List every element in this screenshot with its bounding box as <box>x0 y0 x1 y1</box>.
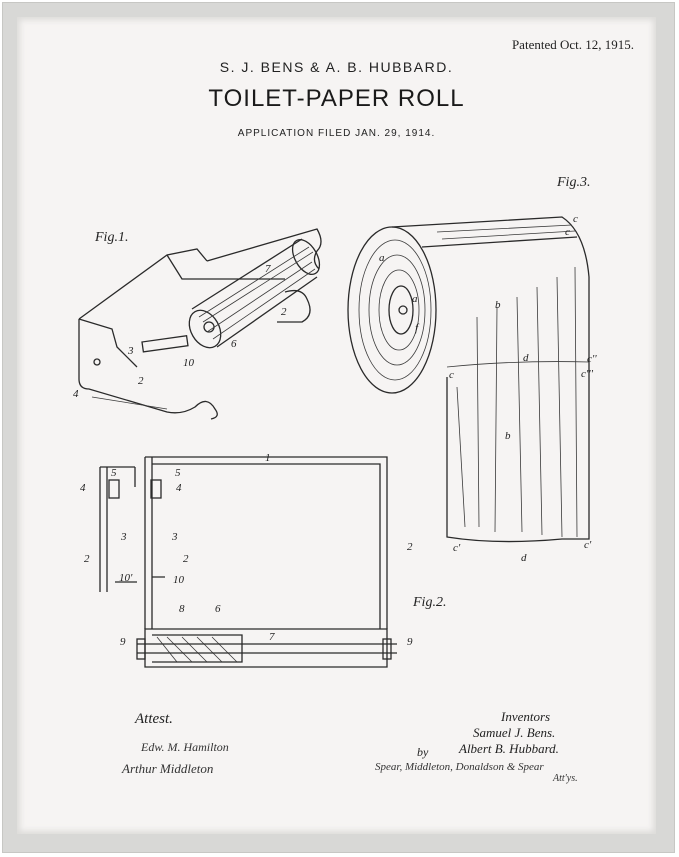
fig2-label: 2 <box>84 553 90 565</box>
fig1-caption: Fig.1. <box>95 230 129 245</box>
fig1-label: 7 <box>265 263 271 275</box>
fig2-label: 9 <box>407 636 413 648</box>
fig2-label: 5 <box>111 467 117 479</box>
witness-signature-2: Arthur Middleton <box>122 761 214 776</box>
by-label: by <box>417 745 429 759</box>
fig3-label: c' <box>584 539 592 551</box>
fig2-label: 4 <box>80 482 86 494</box>
attest-label: Attest. <box>135 711 173 727</box>
attorneys-signature: Spear, Middleton, Donaldson & Spear <box>375 761 544 773</box>
fig3-label: c' <box>453 542 461 554</box>
fig3-label: d <box>523 352 529 364</box>
patent-print: Patented Oct. 12, 1915. S. J. BENS & A. … <box>17 17 656 834</box>
fig3-label: c'' <box>587 353 597 365</box>
application-date: APPLICATION FILED JAN. 29, 1914. <box>237 128 436 139</box>
fig2-label: 5 <box>175 467 181 479</box>
fig2-label: 2 <box>407 541 413 553</box>
fig2-label: 2 <box>183 553 189 565</box>
fig2-label: 9 <box>120 636 126 648</box>
fig1-label: 4 <box>73 388 79 400</box>
fig3-label: d <box>521 552 527 564</box>
patented-date: Patented Oct. 12, 1915. <box>511 37 634 52</box>
fig2-label: 3 <box>121 531 127 543</box>
fig3-label: b <box>505 430 511 442</box>
inventor-name-1: Samuel J. Bens. <box>473 725 556 740</box>
fig3-label: c <box>573 213 578 225</box>
fig2-label: 4 <box>176 482 182 494</box>
fig3-drawing <box>347 216 590 543</box>
fig2-label: 10' <box>119 572 133 584</box>
fig2-label: 10 <box>173 574 184 586</box>
fig3-label: a <box>412 293 418 305</box>
patent-drawings <box>78 216 590 668</box>
fig3-label: f <box>415 322 419 334</box>
fig1-label: 2 <box>138 375 144 387</box>
fig3-caption: Fig.3. <box>557 175 591 190</box>
inventor-name-2: Albert B. Hubbard. <box>459 741 559 756</box>
patent-title: TOILET-PAPER ROLL <box>208 85 465 112</box>
attorneys-label: Att'ys. <box>553 773 578 784</box>
fig2-label: 7 <box>269 631 275 643</box>
fig3-label: b <box>495 299 501 311</box>
fig3-label: c <box>449 369 454 381</box>
fig2-label: 1 <box>265 452 271 464</box>
fig2-caption: Fig.2. <box>413 595 447 610</box>
inventors-header: S. J. BENS & A. B. HUBBARD. <box>219 59 454 75</box>
witness-signature-1: Edw. M. Hamilton <box>141 740 229 754</box>
fig1-label: 3 <box>128 345 134 357</box>
fig3-label: c''' <box>581 368 593 380</box>
fig2-label: 6 <box>215 603 221 615</box>
fig1-label: 10 <box>183 357 194 369</box>
fig2-label: 8 <box>179 603 185 615</box>
fig3-label: a <box>379 252 385 264</box>
fig3-label: c <box>565 226 570 238</box>
fig1-drawing <box>78 228 322 420</box>
fig1-label: 2 <box>281 306 287 318</box>
inventors-label: Inventors <box>501 709 551 724</box>
fig1-label: 6 <box>231 338 237 350</box>
fig2-label: 3 <box>172 531 178 543</box>
fig2-drawing <box>99 456 397 668</box>
